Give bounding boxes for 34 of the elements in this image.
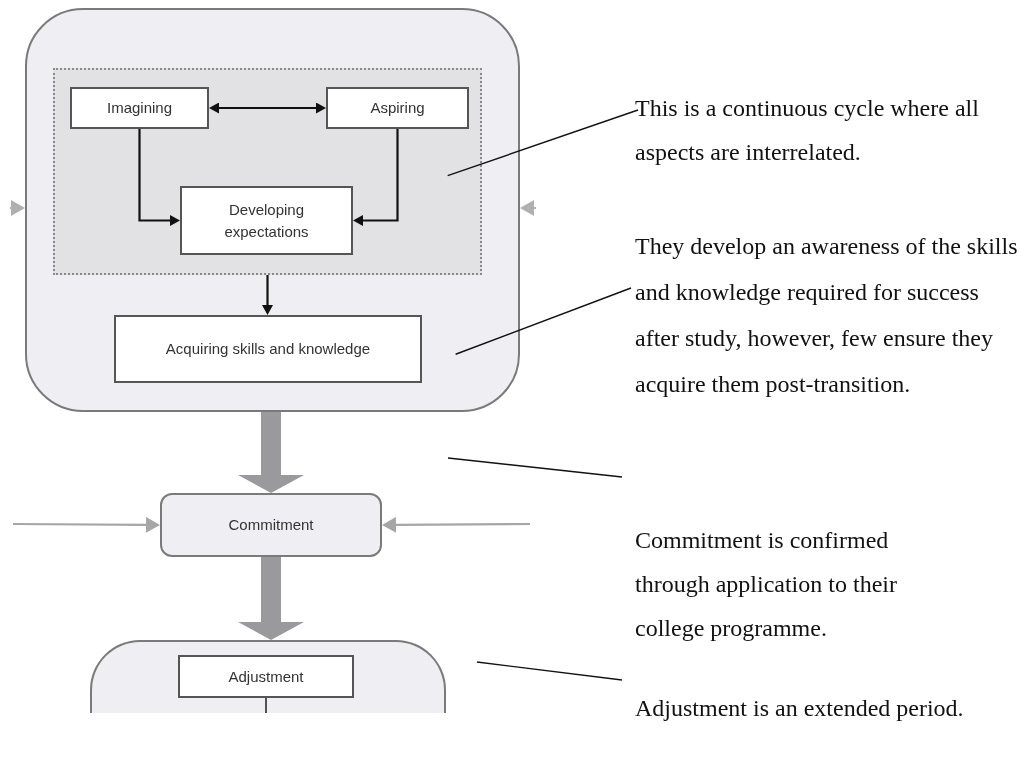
block-arrow bbox=[238, 557, 304, 640]
arrow bbox=[10, 200, 25, 216]
arrow bbox=[353, 129, 399, 226]
rounded-panel bbox=[90, 640, 446, 713]
connector-line bbox=[265, 697, 267, 714]
leader-line bbox=[447, 457, 623, 478]
arrow bbox=[382, 516, 530, 533]
box-label: Commitment bbox=[228, 515, 314, 535]
arrow bbox=[138, 129, 180, 226]
process-box bbox=[70, 87, 209, 129]
box-label: Aspiring bbox=[370, 98, 425, 118]
process-box bbox=[114, 315, 422, 383]
annotation-text: Adjustment is an extended period. bbox=[635, 686, 1020, 730]
arrow bbox=[209, 102, 326, 114]
process-box bbox=[180, 186, 353, 255]
arrow bbox=[262, 275, 273, 315]
annotation-text: This is a continuous cycle where all aspects are interrelated. bbox=[635, 86, 995, 174]
arrow bbox=[520, 200, 536, 216]
process-box bbox=[178, 655, 354, 698]
leader-line bbox=[447, 109, 639, 177]
box-label: Imagining bbox=[106, 98, 172, 118]
arrow bbox=[13, 516, 160, 533]
rounded-panel bbox=[25, 8, 520, 412]
box-label: Developing expectations bbox=[223, 199, 310, 242]
box-label: Adjustment bbox=[228, 666, 304, 687]
block-arrow bbox=[238, 412, 304, 493]
process-box bbox=[326, 87, 469, 129]
process-box bbox=[160, 493, 382, 557]
dotted-group-area bbox=[53, 68, 482, 275]
leader-line bbox=[454, 287, 632, 355]
annotation-text: Commitment is confirmed through application to their college programme. bbox=[635, 518, 935, 650]
annotation-text: They develop an awareness of the skills and knowledge required for success after study, however, few ensure they acquire them post-transition. bbox=[635, 223, 1020, 455]
leader-line bbox=[476, 661, 623, 681]
box-label: Acquiring skills and knowledge bbox=[165, 339, 371, 359]
